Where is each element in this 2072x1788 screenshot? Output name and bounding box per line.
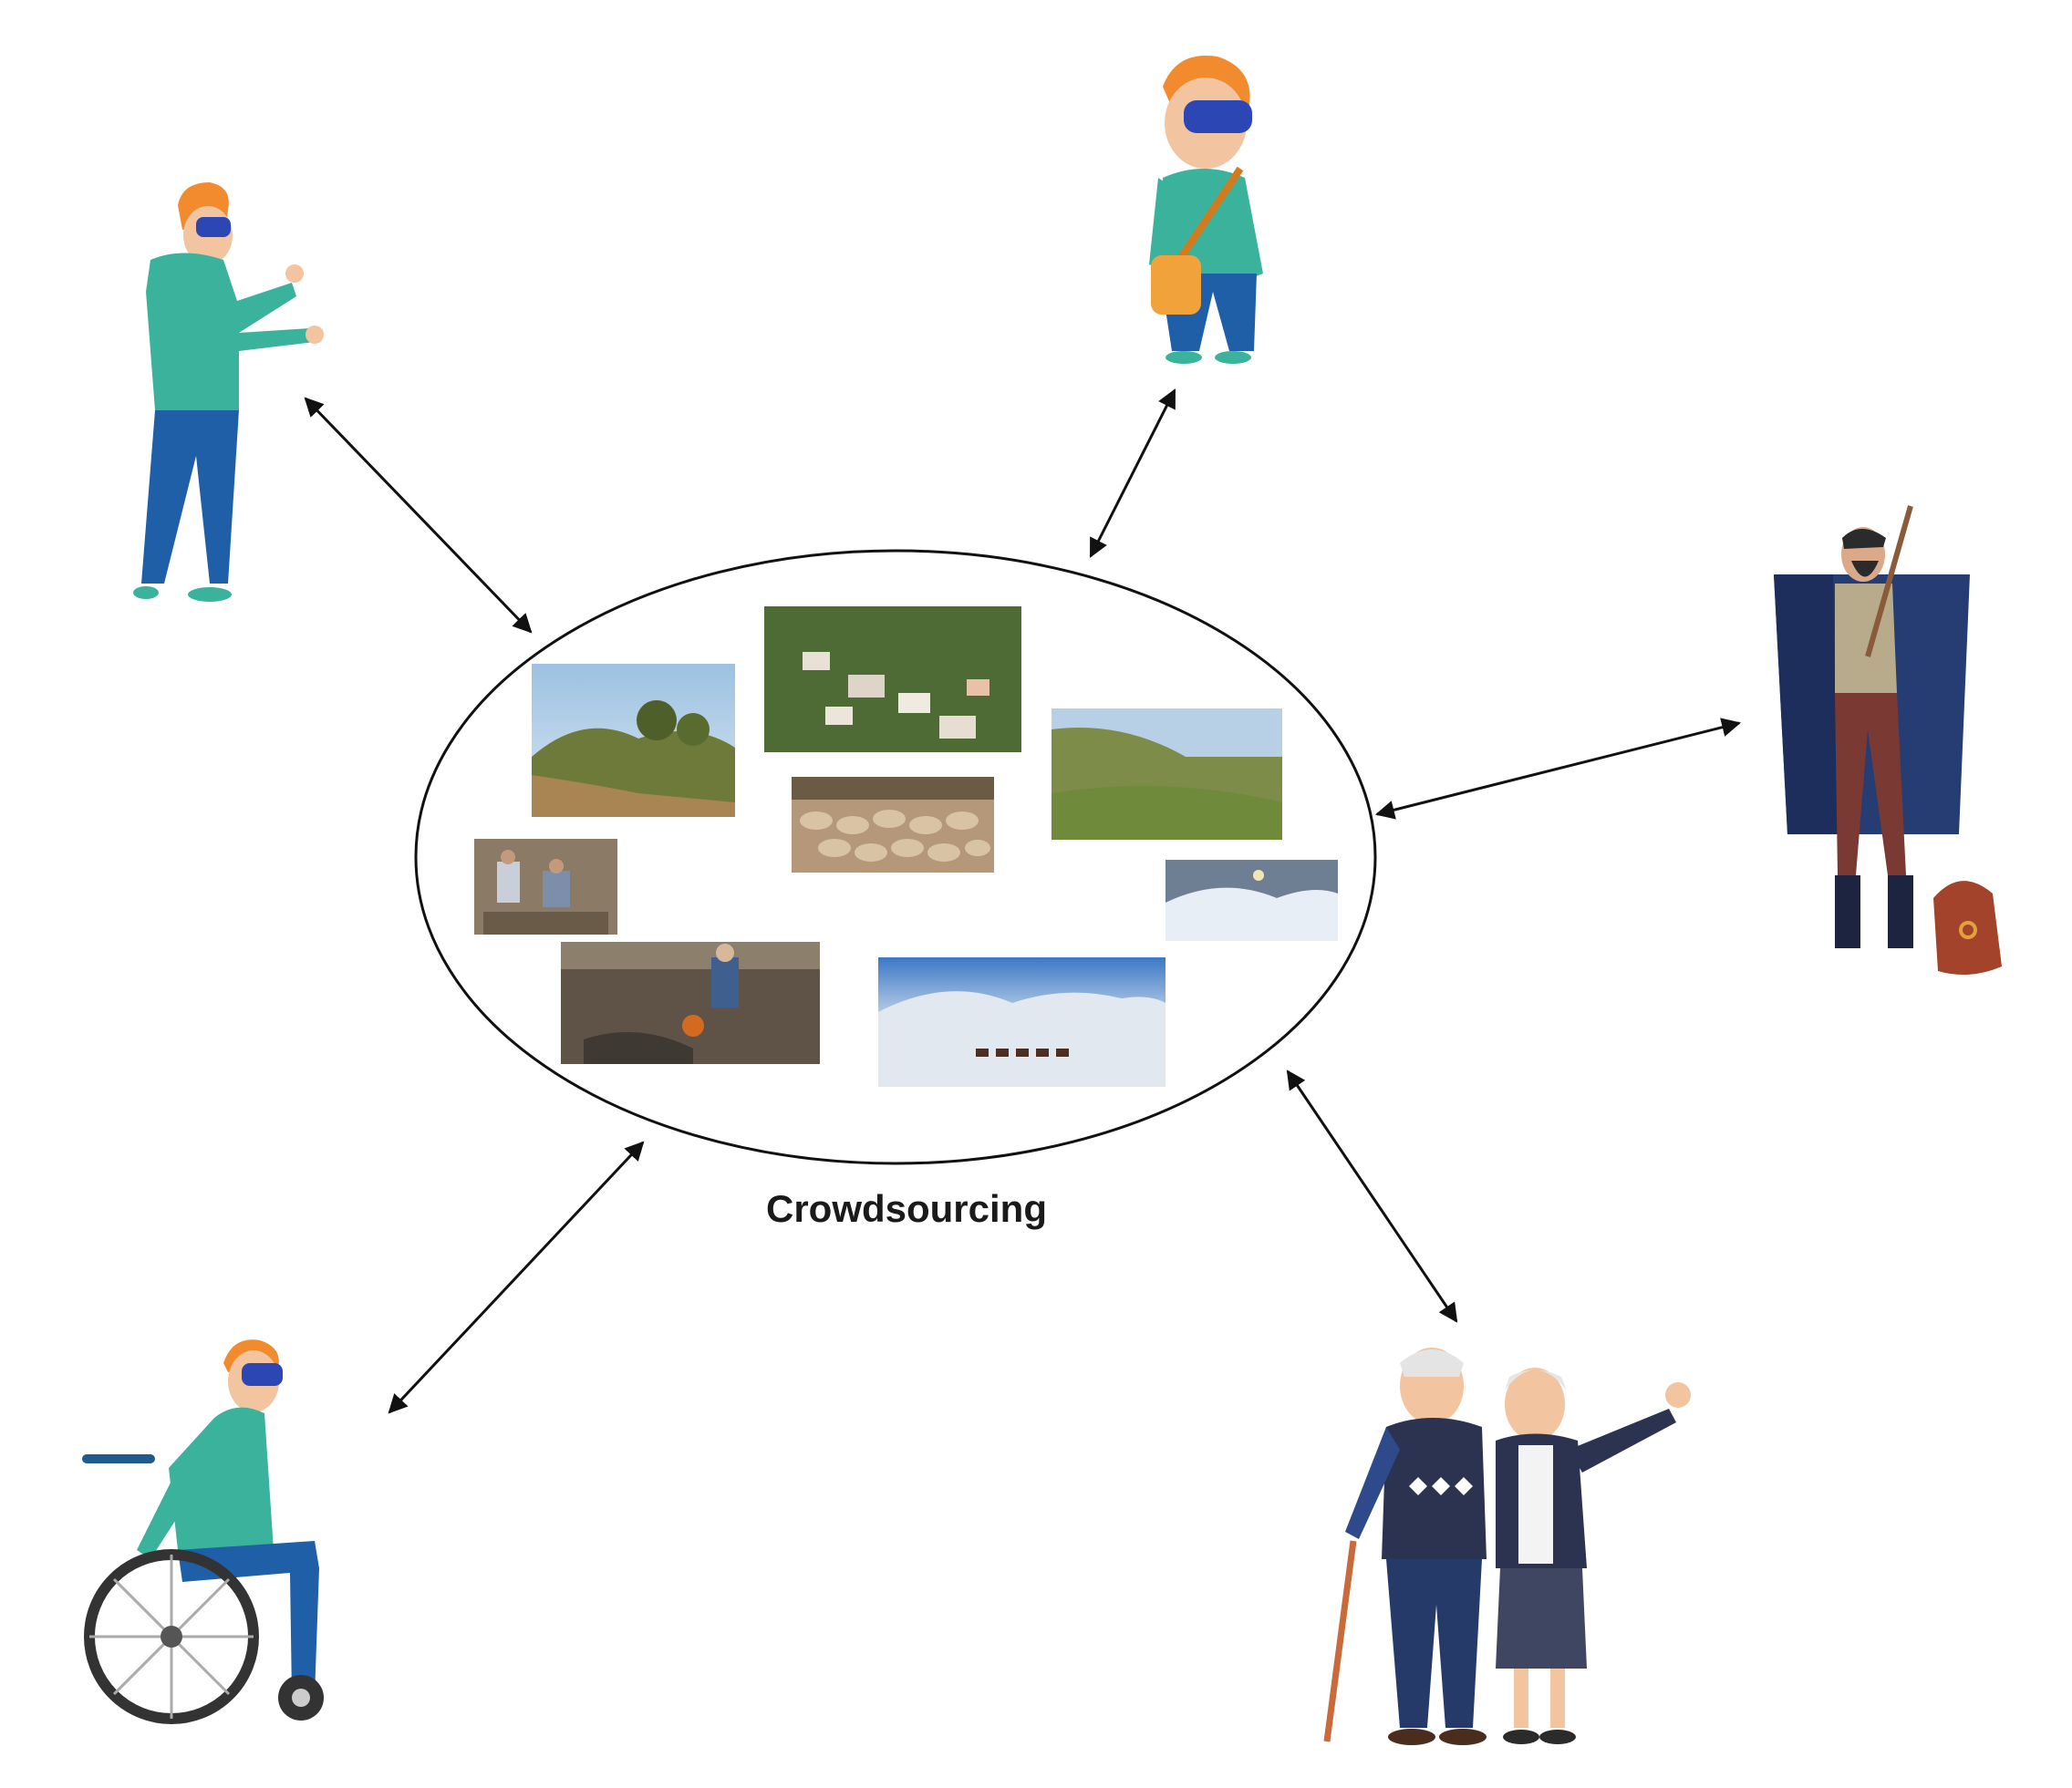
vr-headset-icon	[1184, 100, 1252, 133]
vr-headset-icon	[196, 217, 231, 237]
hub-ellipse	[414, 549, 1377, 1165]
photo-mule-caravan-snow	[878, 957, 1166, 1087]
vr-user-pointing	[133, 182, 324, 602]
arrow-top	[1089, 388, 1176, 558]
photo-sheep-flock	[792, 777, 994, 873]
photo-shepherds-milking	[474, 839, 617, 935]
bag-icon	[1151, 255, 1201, 315]
arrow-bottom-left	[388, 1141, 645, 1414]
wheelchair-handle	[82, 1454, 155, 1463]
photo-countryside-ruins	[532, 664, 735, 817]
photo-village-aerial	[764, 606, 1021, 752]
vr-headset-icon	[242, 1363, 283, 1386]
staff-icon	[1865, 505, 1913, 657]
elderly-couple	[1323, 1348, 1691, 1745]
photo-snowy-slope	[1166, 860, 1338, 941]
arrow-bottom-right	[1286, 1070, 1458, 1323]
photo-old-man-fire	[561, 942, 820, 1064]
cane-icon	[1323, 1540, 1357, 1742]
shepherd-with-cape	[1774, 505, 2002, 975]
arrow-top-left	[304, 397, 533, 634]
arrow-right	[1374, 718, 1742, 820]
hub-caption: Crowdsourcing	[766, 1187, 1047, 1230]
photo-hillside-path	[1052, 708, 1282, 840]
wheelchair-vr-user	[82, 1339, 324, 1724]
bag-icon	[1933, 881, 2002, 975]
vr-child-with-bag	[1149, 55, 1263, 364]
